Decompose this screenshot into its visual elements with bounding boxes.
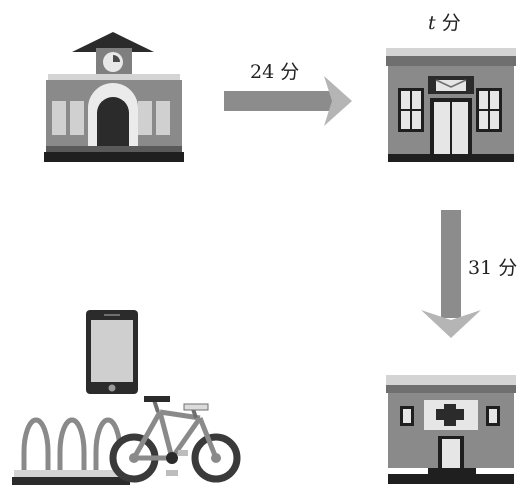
store-time-unit: 分 (441, 12, 461, 34)
store-time-variable: t (428, 12, 436, 34)
smartphone-icon (86, 310, 138, 394)
school-icon (44, 32, 184, 162)
store-time-label: t 分 (428, 8, 461, 35)
top-arrow-label: 24 分 (250, 61, 300, 83)
bicycle-icon (109, 396, 241, 483)
top-arrow (224, 76, 352, 126)
hospital-icon (386, 375, 516, 484)
bike-rack-icon (12, 417, 130, 485)
down-arrow-label: 31 分 (468, 257, 518, 279)
post-office-icon (386, 48, 516, 162)
down-arrow (421, 210, 481, 338)
